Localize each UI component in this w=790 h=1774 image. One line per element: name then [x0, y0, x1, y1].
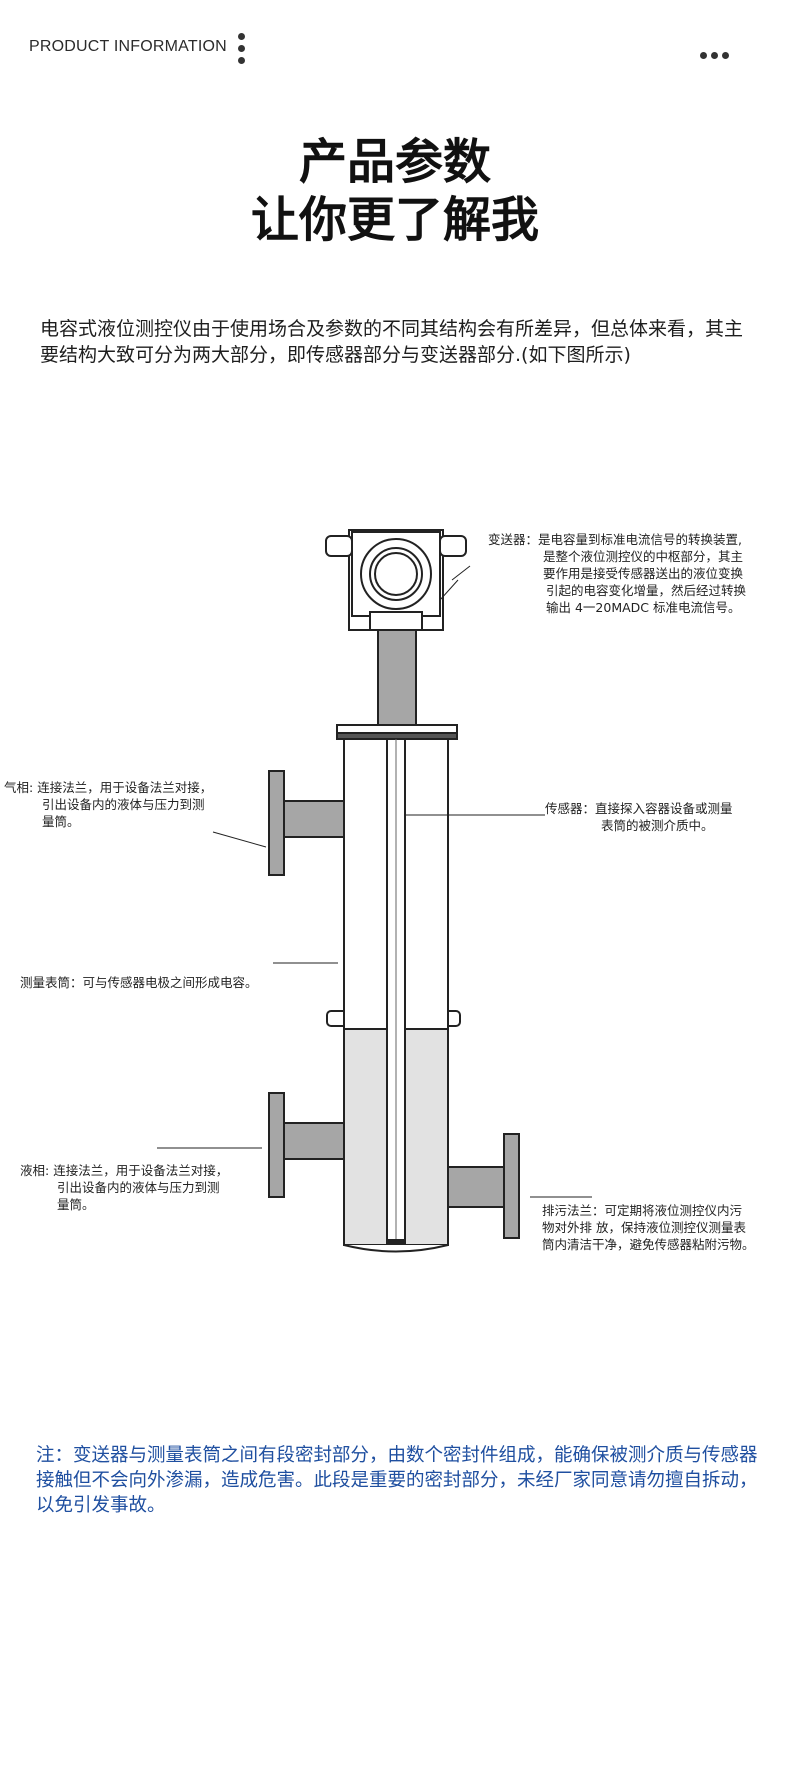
- vertical-dots-icon[interactable]: [238, 33, 246, 71]
- horizontal-dots-icon[interactable]: [700, 44, 740, 59]
- brand-label: PRODUCT INFORMATION: [29, 38, 227, 55]
- transmitter-label-title: 变送器：: [488, 532, 539, 547]
- sensor-label: 传感器：直接探入容器设备或测量 表筒的被测介质中。: [545, 800, 785, 834]
- transmitter-label-line5: 输出 4一20MADC 标准电流信号。: [546, 600, 741, 615]
- transmitter-label: 变送器：是电容量到标准电流信号的转换装置, 是整个液位测控仪的中枢部分，其主 要…: [488, 531, 788, 616]
- gas-phase-label-line3: 量筒。: [42, 814, 80, 829]
- transmitter-label-line1: 是电容量到标准电流信号的转换装置,: [538, 532, 742, 547]
- gauge-drawing: [157, 529, 592, 1253]
- drain-flange-label: 排污法兰：可定期将液位测控仪内污 物对外排 放，保持液位测控仪测量表 筒内清洁干…: [542, 1202, 788, 1253]
- liquid-phase-label: 液相: 连接法兰，用于设备法兰对接， 引出设备内的液体与压力到测 量筒。: [20, 1162, 260, 1213]
- page-title-line1: 产品参数: [298, 134, 491, 190]
- transmitter-label-line3: 要作用是接受传感器送出的液位变换: [543, 566, 744, 581]
- seal-note: 注：变送器与测量表筒之间有段密封部分，由数个密封件组成，能确保被测介质与传感器接…: [36, 1445, 758, 1516]
- level-gauge-diagram: 变送器：是电容量到标准电流信号的转换装置, 是整个液位测控仪的中枢部分，其主 要…: [0, 520, 790, 1270]
- gas-phase-label-title: 气相:: [4, 780, 34, 795]
- sensor-label-title: 传感器：: [545, 801, 596, 816]
- gas-phase-label-line2: 引出设备内的液体与压力到测: [42, 797, 205, 812]
- liquid-phase-label-title: 液相:: [20, 1163, 50, 1178]
- gas-phase-label-line1: 连接法兰，用于设备法兰对接，: [37, 780, 213, 795]
- drain-flange-label-line2: 物对外排 放，保持液位测控仪测量表: [542, 1220, 746, 1235]
- intro-paragraph: 电容式液位测控仪由于使用场合及参数的不同其结构会有所差异，但总体来看，其主要结构…: [40, 318, 744, 366]
- top-bar: PRODUCT INFORMATION: [0, 0, 790, 100]
- gas-phase-label: 气相: 连接法兰，用于设备法兰对接， 引出设备内的液体与压力到测 量筒。: [4, 779, 244, 830]
- sensor-label-line1: 直接探入容器设备或测量: [595, 801, 733, 816]
- liquid-phase-label-line2: 引出设备内的液体与压力到测: [57, 1180, 220, 1195]
- page-title-line2: 让你更了解我: [250, 192, 539, 248]
- tube-label: 测量表筒：可与传感器电极之间形成电容。: [20, 975, 258, 990]
- transmitter-label-line4: 引起的电容变化增量，然后经过转换: [546, 583, 747, 598]
- sensor-label-line2: 表筒的被测介质中。: [601, 818, 714, 833]
- drain-flange-label-title: 排污法兰：: [542, 1203, 605, 1218]
- liquid-phase-label-line3: 量筒。: [57, 1197, 95, 1212]
- drain-flange-label-line1: 可定期将液位测控仪内污: [604, 1203, 743, 1218]
- liquid-phase-label-line1: 连接法兰，用于设备法兰对接，: [53, 1163, 229, 1178]
- transmitter-label-line2: 是整个液位测控仪的中枢部分，其主: [543, 549, 744, 564]
- drain-flange-label-line3: 筒内清洁干净，避免传感器粘附污物。: [542, 1237, 755, 1252]
